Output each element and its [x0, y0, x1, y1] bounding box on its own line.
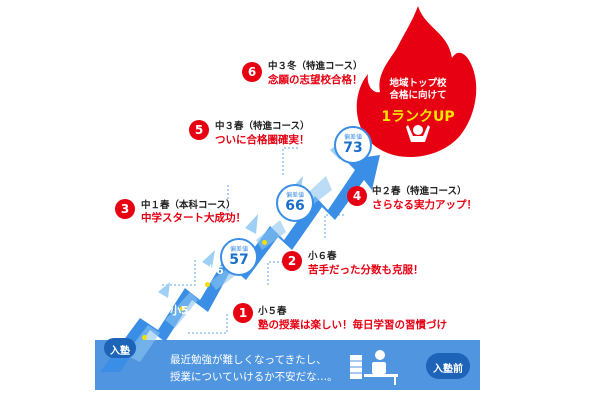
step-desc: 塾の授業は楽しい！毎日学習の習慣づけ — [258, 319, 447, 331]
flame-shape — [356, 6, 477, 157]
stage-label: 小5 — [170, 304, 189, 317]
before-join-label: 入塾前 — [433, 364, 463, 375]
step-label: 中３冬（特進コース） — [268, 61, 363, 72]
step-number: 4 — [347, 186, 367, 206]
bottom-band — [95, 340, 480, 390]
step-label: 小５春 — [258, 306, 287, 317]
concern-line1: 最近勉強が難しくなってきたし、 — [170, 354, 327, 366]
step-number: 5 — [189, 120, 209, 140]
before-join-badge — [426, 353, 470, 379]
stage-label: 小6 — [205, 264, 224, 277]
guide-lines — [160, 147, 344, 334]
step-number: 1 — [233, 303, 253, 323]
goal-line1: 地域トップ校 — [389, 78, 447, 89]
step-number: 6 — [242, 62, 262, 82]
join-badge — [104, 338, 136, 358]
score-bubble: 偏差値 73 — [334, 126, 372, 164]
score-value: 66 — [285, 198, 305, 214]
person-icon — [406, 125, 430, 142]
step-desc: 苦手だった分数も克服！ — [308, 264, 424, 276]
join-label: 入塾 — [110, 346, 130, 357]
step-desc: 中学スタート大成功！ — [141, 212, 246, 224]
score-caption: 偏差値 — [285, 192, 304, 199]
score-value: 73 — [343, 140, 363, 156]
marker-dot — [262, 240, 267, 245]
step-label: 中１春（本科コース） — [141, 200, 236, 211]
marker-dot — [180, 306, 185, 311]
step-label: 中３春（特進コース） — [215, 121, 310, 132]
goal-rank-up: 1ランクUP — [381, 109, 455, 125]
step-desc: 念願の志望校合格！ — [268, 74, 363, 86]
goal-text: 地域トップ校 合格に向けて — [378, 78, 458, 102]
concern-text: 最近勉強が難しくなってきたし、 授業についていけるか不安だな…。 — [170, 352, 338, 386]
step-desc: さらなる実力アップ！ — [372, 199, 477, 211]
score-bubble: 偏差値 66 — [276, 184, 314, 222]
goal-line2: 合格に向けて — [389, 90, 447, 101]
score-caption: 偏差値 — [229, 246, 248, 253]
marker-dot — [142, 335, 147, 340]
step-label: 中２春（特進コース） — [372, 186, 467, 197]
step-number: 3 — [115, 199, 135, 219]
step-number: 2 — [282, 251, 302, 271]
step-label: 小６春 — [308, 251, 337, 262]
score-value: 57 — [229, 252, 249, 268]
score-caption: 偏差値 — [343, 134, 362, 141]
student-desk-icon — [350, 350, 398, 385]
score-bubble: 偏差値 57 — [220, 238, 258, 276]
stage-label: 中3 — [320, 158, 339, 171]
concern-line2: 授業についていけるか不安だな…。 — [170, 371, 338, 383]
step-desc: ついに合格圏確実！ — [215, 134, 310, 146]
marker-dot — [205, 282, 210, 287]
